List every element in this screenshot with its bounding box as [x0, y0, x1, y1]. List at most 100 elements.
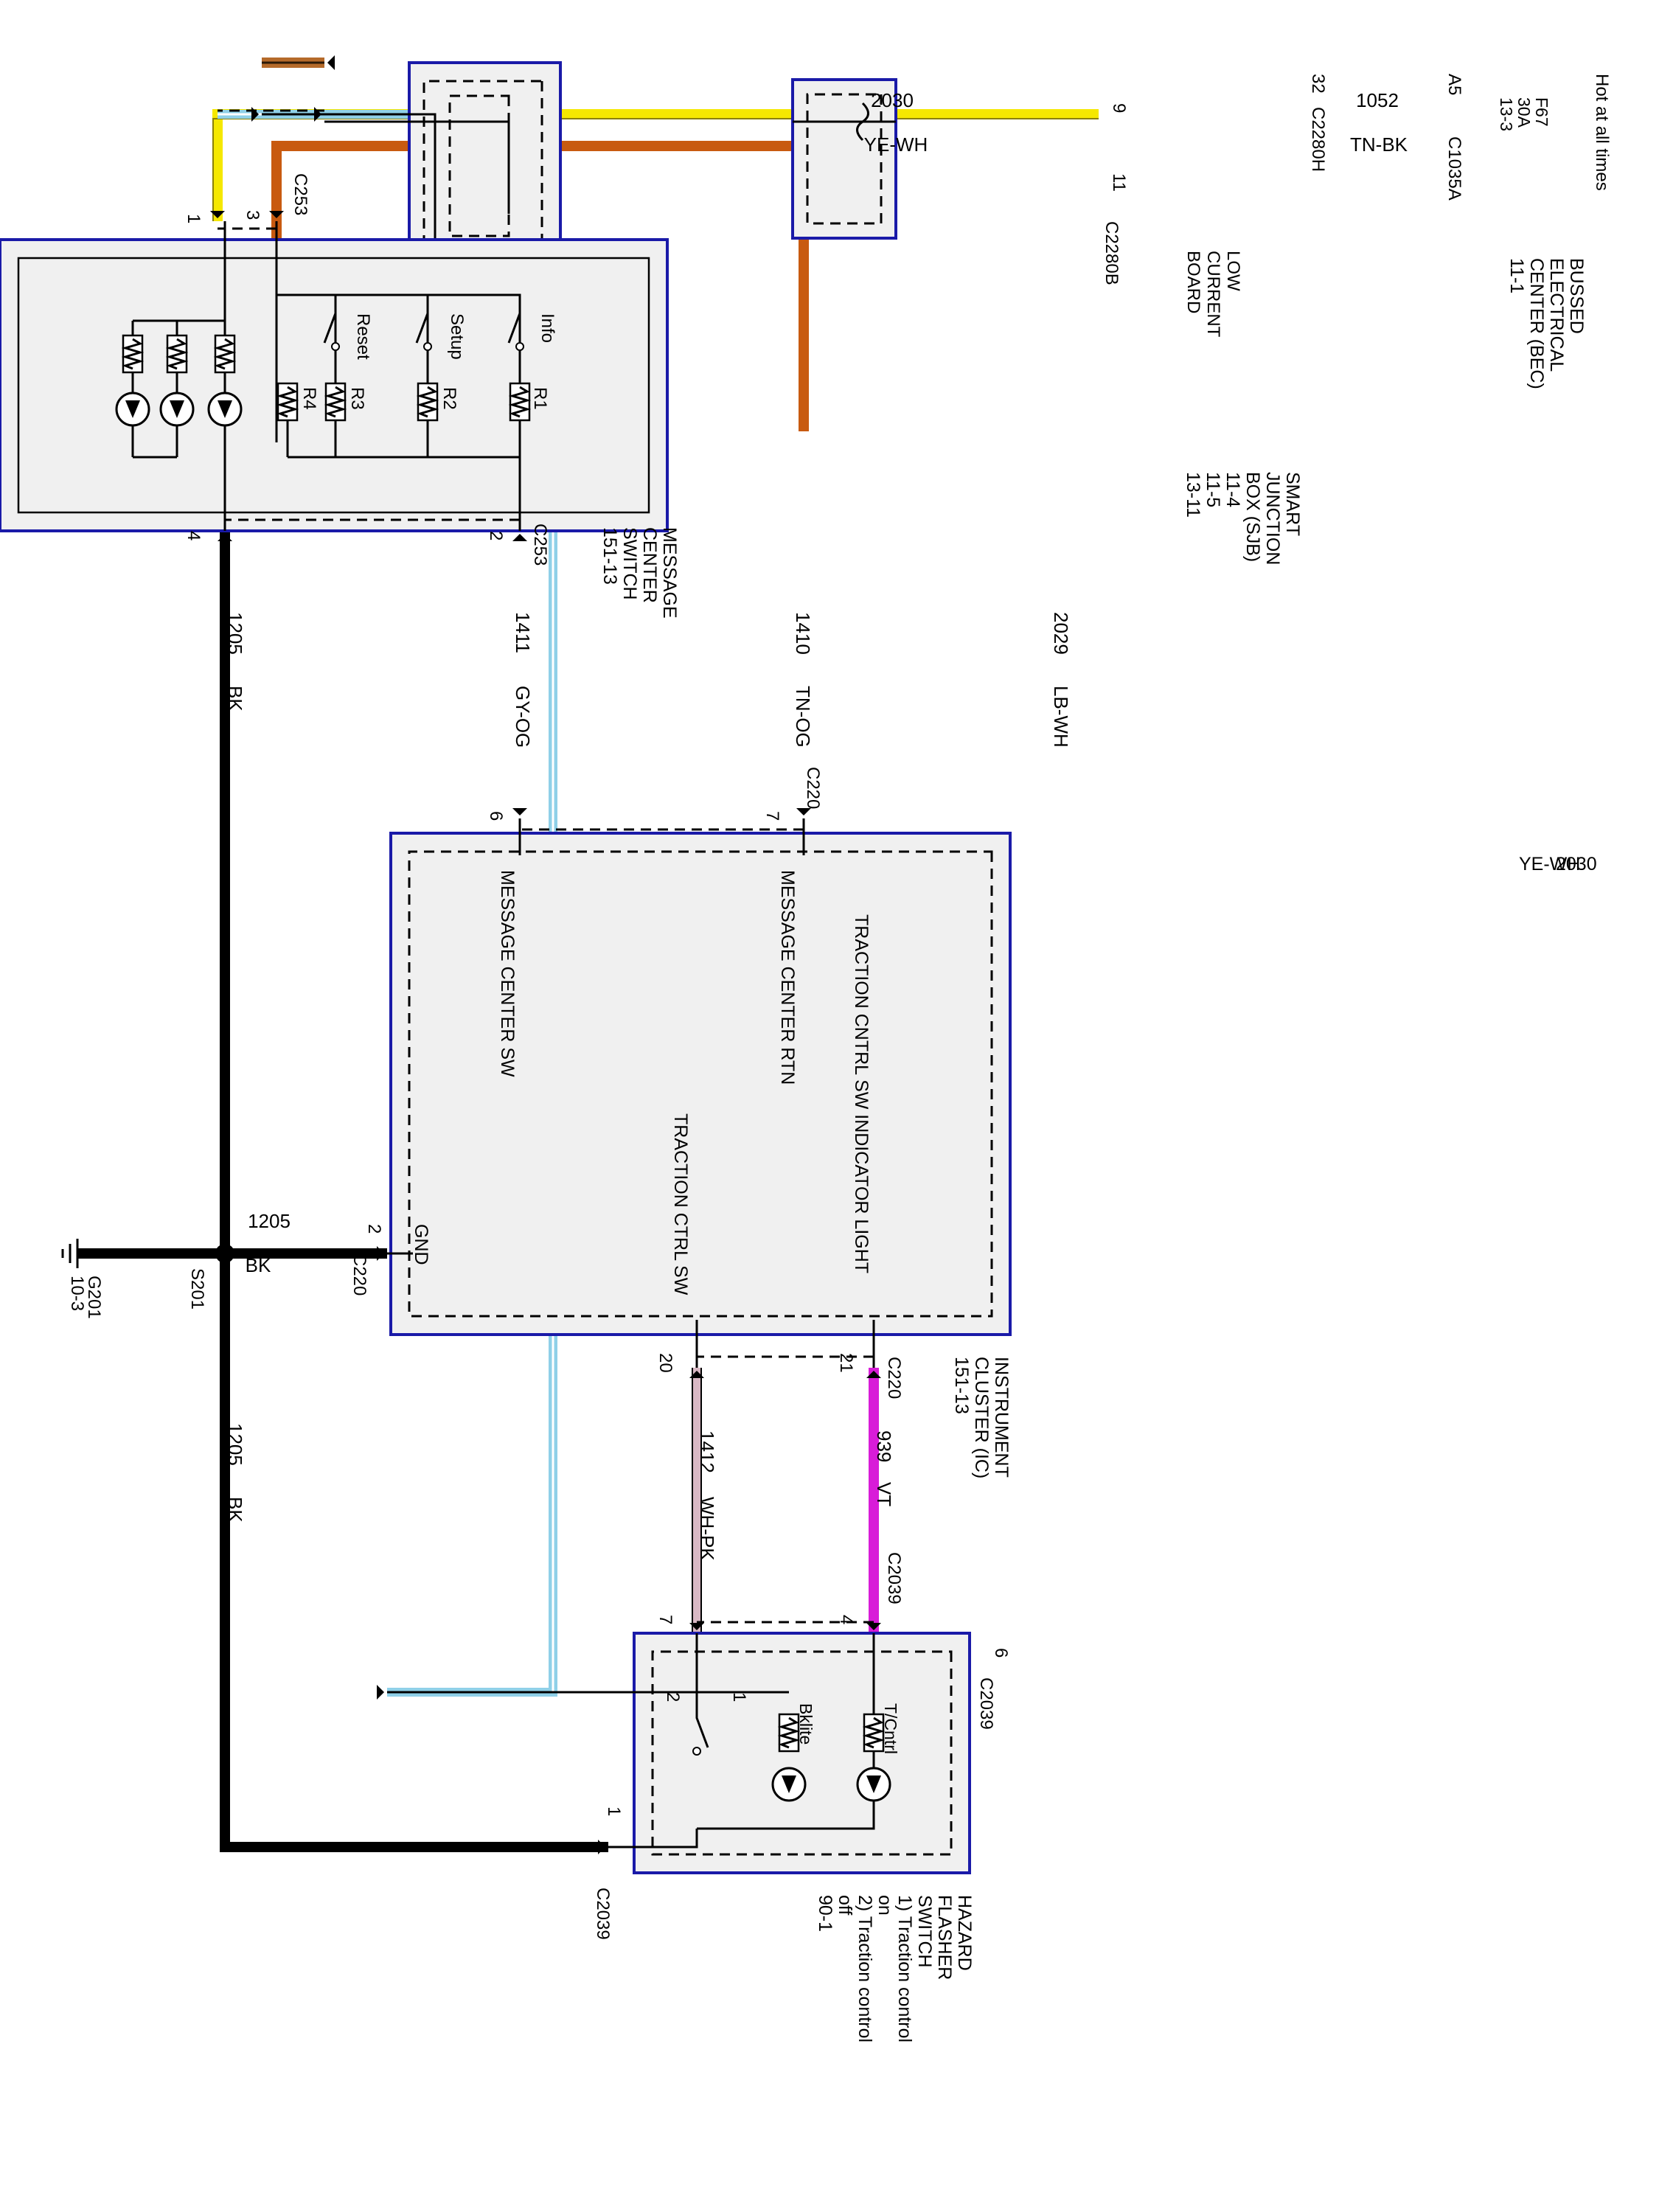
wire-1412-number: 1412	[696, 1430, 718, 1473]
connector-c253-top: C253	[291, 173, 310, 215]
pin-ic-20: 20	[655, 1353, 675, 1373]
splice-s201	[215, 1244, 234, 1263]
bec-title: BUSSED	[1566, 258, 1587, 334]
hazard-switch-contact	[692, 1747, 701, 1756]
connector-c253-bottom: C253	[530, 524, 550, 566]
pin-msw-3: 3	[243, 210, 262, 220]
wire-1412-color-label: WH-PK	[696, 1497, 718, 1561]
hazard-title: off	[835, 1895, 855, 1915]
connector-c2039-top: C2039	[884, 1552, 904, 1604]
msw-r1: R1	[530, 387, 550, 410]
sjb-title: BOX (SJB)	[1242, 472, 1263, 562]
bec-title: 11-1	[1506, 258, 1527, 293]
sjb-title: 11-4	[1222, 472, 1243, 507]
ic-label-tc-sw: TRACTION CTRL SW	[670, 1113, 691, 1295]
hazard-gnd-line	[608, 1829, 698, 1848]
bec-title: CENTER (BEC)	[1526, 258, 1547, 389]
sjb-board-label: LOW	[1223, 251, 1243, 291]
sjb-board-label: CURRENT	[1203, 251, 1223, 338]
msw-title: SWITCH	[619, 527, 640, 600]
ground-symbol-icon	[61, 1239, 79, 1268]
wire-1205	[220, 531, 608, 1852]
msw-title: CENTER	[639, 527, 660, 603]
pin-ic-6: 6	[486, 811, 506, 821]
connector-c2039-left: C2039	[593, 1888, 613, 1940]
wire-939-number: 939	[873, 1430, 895, 1462]
wire-1052-color-label: TN-BK	[1350, 133, 1408, 156]
connector-c220-top: C220	[803, 767, 823, 809]
connector-c2280h: C2280H	[1308, 107, 1328, 172]
ic-title: CLUSTER (IC)	[971, 1357, 992, 1478]
msw-r3: R3	[347, 387, 367, 410]
hazard-inner	[651, 1650, 953, 1856]
hazard-lamps	[771, 1713, 891, 1830]
ic-title: INSTRUMENT	[991, 1357, 1012, 1478]
wire-1411-color-label: GY-OG	[512, 686, 534, 748]
connector-c1035a: C1035A	[1444, 136, 1464, 201]
pin-hz-6: 6	[991, 1648, 1011, 1658]
hazard-title: 90-1	[815, 1895, 835, 1932]
bec-box	[791, 78, 897, 240]
wire-2029-number: 2029	[1050, 612, 1072, 655]
connector-c2039-right: C2039	[976, 1677, 996, 1730]
hazard-title: FLASHER	[934, 1895, 955, 1980]
msw-leds	[115, 319, 243, 459]
msw-resistors	[276, 293, 532, 459]
msw-title: MESSAGE	[659, 527, 680, 619]
hazard-lamp-tc: T/Cntrl	[881, 1703, 900, 1754]
sjb-title: 13-11	[1183, 472, 1203, 518]
ground-g201-ref: 10-3	[67, 1276, 87, 1311]
connector-c2280b: C2280B	[1102, 221, 1121, 285]
pin-msw-2: 2	[486, 531, 506, 540]
ic-inner	[408, 850, 993, 1318]
hazard-lamp-bklite: Bklite	[796, 1703, 815, 1745]
pin-hz-4: 4	[836, 1615, 856, 1624]
sjb-title: SMART	[1282, 472, 1303, 536]
pin-sw-2: 2	[663, 1692, 683, 1702]
pin-11: 11	[1109, 173, 1129, 192]
pin-ic-7: 7	[762, 811, 782, 821]
sjb-title: JUNCTION	[1262, 472, 1283, 565]
connector-c220-bottom: C220	[884, 1357, 904, 1399]
hazard-title: HAZARD	[954, 1895, 975, 1971]
pin-a5: A5	[1444, 74, 1464, 95]
wire-1410-number: 1410	[792, 612, 814, 655]
hazard-title: 2) Traction control	[855, 1895, 875, 2042]
ic-label-msg-rtn: MESSAGE CENTER RTN	[777, 870, 798, 1085]
wire-2030-number: 2030	[871, 89, 914, 111]
pin-msw-4: 4	[184, 531, 204, 540]
connector-c220-gnd: C220	[349, 1253, 369, 1295]
hazard-title: on	[874, 1895, 895, 1916]
pin-ic-21: 21	[836, 1353, 856, 1373]
msw-title: 151-13	[599, 527, 620, 585]
msw-button-info: Info	[538, 313, 557, 343]
ic-title: 151-13	[951, 1357, 972, 1414]
sjb-internal-line2	[324, 120, 510, 214]
hazard-title: SWITCH	[914, 1895, 935, 1968]
pin-ic-2: 2	[364, 1224, 384, 1234]
wire-1205-color-top: BK	[224, 686, 246, 712]
bec-title: ELECTRICAL	[1546, 258, 1567, 372]
wire-1052-number: 1052	[1356, 89, 1399, 111]
sjb-board-label: BOARD	[1183, 251, 1203, 313]
wire-2030-color-label: YE-WH	[864, 133, 928, 156]
wire-1205-number-top: 1205	[224, 612, 246, 655]
pin-msw-1: 1	[184, 214, 204, 223]
msw-inner	[17, 257, 650, 514]
ic-label-gnd: GND	[411, 1224, 431, 1265]
wire-1205-number-bottom: 1205	[224, 1423, 246, 1466]
pin-hz-7: 7	[655, 1615, 675, 1624]
sjb-title: 11-5	[1203, 472, 1223, 507]
msw-button-setup: Setup	[447, 313, 467, 360]
hazard-title: 1) Traction control	[894, 1895, 915, 2042]
msw-r2: R2	[439, 387, 459, 410]
wire-2030-num: 2030	[1556, 854, 1597, 874]
ic-label-tc-light: TRACTION CNTRL SW INDICATOR LIGHT	[851, 914, 872, 1273]
wire-1205-color-ground: BK	[246, 1254, 271, 1276]
bec-hot-label: Hot at all times	[1592, 74, 1612, 191]
splice-s201-label: S201	[187, 1268, 207, 1310]
wire-939-color-label: VT	[873, 1482, 895, 1506]
bec-fuse-label: F67	[1532, 97, 1551, 127]
